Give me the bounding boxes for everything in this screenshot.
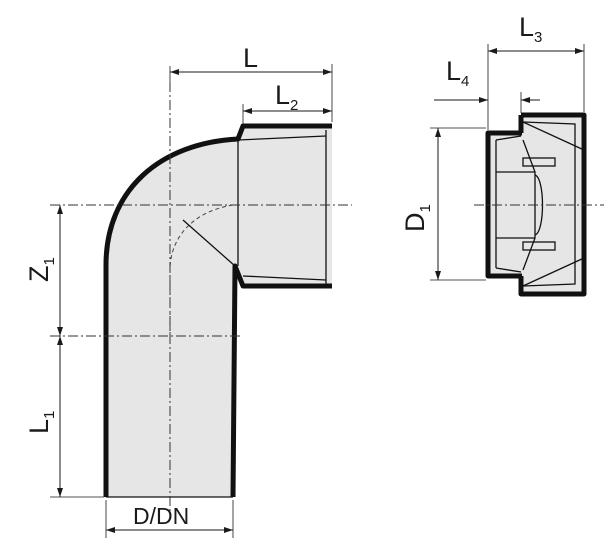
elbow-fitting [50, 82, 352, 520]
seal-taper-bottom [522, 257, 585, 287]
dimension-L2: L2 [242, 80, 332, 124]
seal-lip-top [522, 121, 576, 287]
dimension-D1: D1 [400, 127, 486, 281]
seal-taper-top [522, 121, 585, 151]
dimension-L1: L1 [24, 336, 104, 498]
label-Z1: Z1 [24, 257, 58, 282]
socket-inner-bottom [242, 275, 327, 281]
dimension-L4: L4 [434, 56, 540, 113]
label-L4: L4 [446, 56, 469, 90]
elbow-hidden-bore [169, 204, 234, 336]
elbow-inner-bend [182, 219, 236, 267]
seal-top-rim [518, 112, 587, 297]
dimension-Z1: Z1 [24, 205, 63, 336]
label-L1: L1 [24, 411, 58, 434]
elbow-outer-wall [103, 123, 332, 497]
label-L: L [243, 43, 258, 73]
seal-inner-top [495, 135, 522, 141]
seal-tab-bottom [522, 241, 556, 251]
label-D-DN: D/DN [133, 503, 189, 529]
seal-tab-top [522, 157, 556, 167]
label-D1: D1 [400, 204, 434, 232]
label-L2: L2 [275, 80, 298, 114]
elbow-body-fill [106, 126, 332, 497]
dimension-L3: L3 [487, 12, 585, 130]
dimension-L: L [169, 43, 333, 122]
dimension-D-DN: D/DN [105, 500, 234, 538]
label-L3: L3 [519, 12, 542, 46]
seal-ring-detail [474, 112, 604, 297]
seal-inner-bottom [495, 267, 522, 273]
elbow-inner-wall [230, 263, 332, 498]
socket-inner-top [237, 135, 327, 141]
